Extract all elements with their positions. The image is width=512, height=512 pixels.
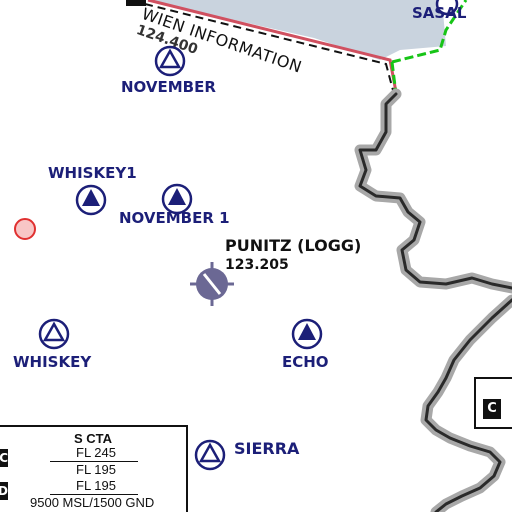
cta-d-lower: 9500 MSL/1500 GND (30, 495, 155, 510)
sasal-waypoint-icon[interactable] (435, 0, 459, 16)
waypoint-whiskey-icon[interactable] (38, 318, 70, 350)
airport-icon[interactable] (190, 262, 234, 306)
cta-c-upper: FL 245 (76, 445, 116, 460)
waypoint-sierra-icon[interactable] (194, 439, 226, 471)
waypoint-november1-label: NOVEMBER 1 (119, 209, 230, 227)
cta-d-upper: FL 195 (76, 478, 116, 493)
airport-frequency: 123.205 (225, 257, 289, 273)
waypoint-whiskey1-icon[interactable] (75, 184, 107, 216)
waypoint-sierra-label: SIERRA (234, 439, 300, 458)
obstacle-icon[interactable] (14, 218, 36, 240)
airport-name: PUNITZ (LOGG) (225, 236, 362, 255)
frequency-badge-icon (126, 0, 146, 6)
country-border (354, 88, 512, 512)
cta-d-divider (50, 494, 138, 495)
airspace-boundary-dashed (144, 3, 395, 95)
waypoint-whiskey1-label: WHISKEY1 (48, 164, 137, 182)
cta-c-divider (50, 461, 138, 462)
restricted-airspace-area (148, 0, 446, 60)
waypoint-whiskey-label: WHISKEY (13, 353, 92, 371)
waypoint-november1-icon[interactable] (161, 183, 193, 215)
waypoint-november-label: NOVEMBER (121, 78, 216, 96)
cta-class-c-badge: C (0, 449, 8, 467)
waypoint-sasal-label: SASAL (412, 4, 467, 22)
waypoint-echo-label: ECHO (282, 353, 329, 371)
airspace-class-box: C (474, 377, 512, 429)
cta-title: S CTA (74, 431, 113, 446)
waypoint-echo-icon[interactable] (291, 318, 323, 350)
airspace-class-badge: C (483, 399, 501, 419)
cta-class-d-badge: D (0, 482, 8, 500)
cta-c-lower: FL 195 (76, 462, 116, 477)
cta-legend-box: S CTA C FL 245 FL 195 D FL 195 9500 MSL/… (0, 425, 188, 512)
waypoint-november-icon[interactable] (154, 45, 186, 77)
